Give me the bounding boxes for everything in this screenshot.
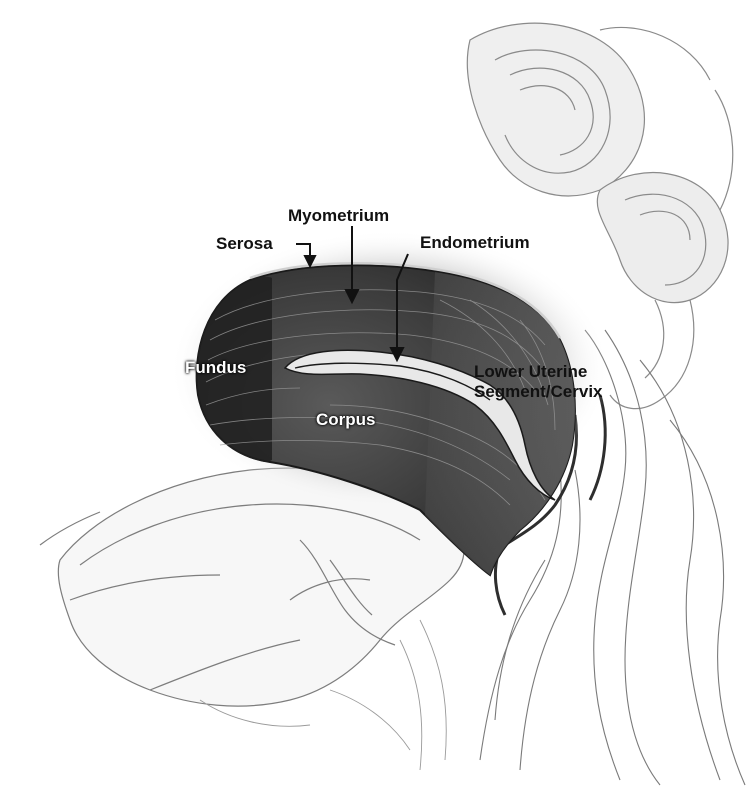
label-serosa: Serosa (216, 234, 273, 254)
label-corpus: Corpus (316, 410, 376, 430)
label-lower-uterine-line2: Segment/Cervix (474, 382, 603, 402)
label-lower-uterine-segment-cervix: Lower Uterine Segment/Cervix (474, 362, 603, 402)
label-lower-uterine-line1: Lower Uterine (474, 362, 603, 382)
label-myometrium: Myometrium (288, 206, 389, 226)
label-fundus: Fundus (185, 358, 246, 378)
label-endometrium: Endometrium (420, 233, 530, 253)
